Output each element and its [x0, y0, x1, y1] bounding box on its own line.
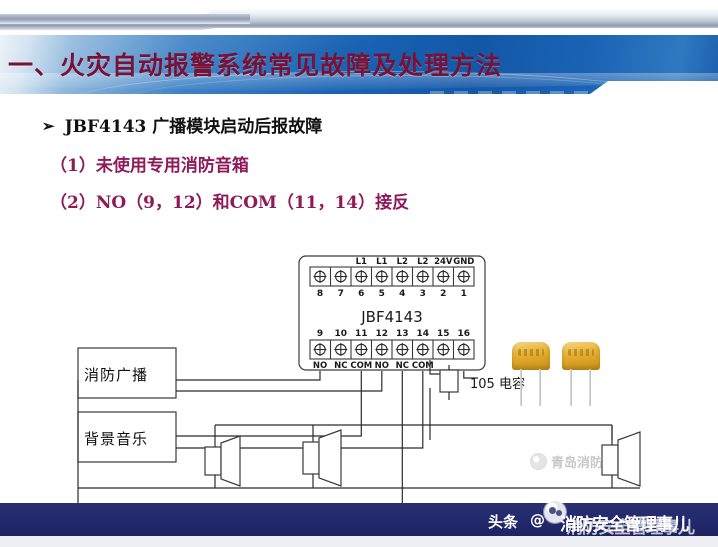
bottom-number-4: 13: [396, 329, 409, 339]
module-bottom-numbers: 9 10 11 12 13 14 15 16: [317, 329, 470, 339]
bottom-label-3: NO: [375, 361, 389, 371]
page-title: 一、火灾自动报警系统常见故障及处理方法: [8, 51, 503, 80]
top-number-7: 1: [461, 289, 467, 299]
capacitor-lead-left: [520, 369, 522, 406]
top-label-2: L1: [356, 257, 367, 267]
bottom-number-7: 16: [458, 329, 471, 339]
capacitor-photo-1: [512, 342, 550, 406]
bottom-label-4: NC: [396, 361, 409, 371]
bottom-label-5: COM: [412, 361, 434, 371]
top-number-5: 3: [420, 289, 426, 299]
speaker-icon-3: [601, 425, 641, 488]
speaker-icon-1: [204, 425, 241, 488]
capacitor-lead-left: [570, 369, 572, 406]
bullet-heading-row: ➢ JBF4143 广播模块启动后报故障: [42, 112, 562, 137]
bottom-bar-edge: [0, 536, 718, 547]
top-label-7: GND: [453, 257, 474, 267]
top-silver-strip-accent: [0, 14, 250, 24]
capacitor-marking: [568, 349, 594, 356]
top-number-1: 7: [338, 289, 344, 299]
speaker-icon-2: [302, 425, 342, 488]
box-label-background-music: 背景音乐: [84, 429, 149, 448]
banner-tick-decoration: [430, 91, 700, 94]
capacitor-label: 105 电容: [470, 376, 525, 392]
module-name-label: JBF4143: [360, 308, 423, 326]
top-label-6: 24V: [434, 257, 453, 267]
bottom-label-0: NO: [313, 361, 327, 371]
top-label-5: L2: [417, 257, 428, 267]
bottom-number-5: 14: [417, 329, 430, 339]
bottom-label-2: COM: [350, 361, 372, 371]
box-fire-broadcast: [77, 347, 177, 399]
bullet-heading-label: JBF4143 广播模块启动后报故障: [64, 117, 323, 137]
top-label-3: L1: [376, 257, 387, 267]
top-label-4: L2: [397, 257, 408, 267]
bottom-number-1: 10: [335, 329, 348, 339]
bottom-number-6: 15: [437, 329, 450, 339]
module-top-labels: L1 L1 L2 L2 24V GND: [356, 257, 475, 267]
top-number-4: 4: [399, 289, 405, 299]
top-number-2: 6: [358, 289, 364, 299]
arrow-bullet-icon: ➢: [42, 117, 55, 135]
bottom-number-2: 11: [355, 329, 368, 339]
bullet-item-1: （1）未使用专用消防音箱: [50, 156, 249, 176]
capacitor-photos: [512, 342, 604, 414]
bullet-item-2: （2）NO（9，12）和COM（11，14）接反: [50, 193, 410, 213]
bottom-number-0: 9: [317, 329, 323, 339]
capacitor-marking: [518, 349, 544, 356]
bottom-number-3: 12: [376, 329, 389, 339]
module-bottom-labels: NO NC COM NO NC COM: [313, 361, 434, 371]
top-number-6: 2: [440, 289, 446, 299]
bullet-list: ➢ JBF4143 广播模块启动后报故障 （1）未使用专用消防音箱 （2）NO（…: [42, 112, 562, 225]
wiring-diagram: .ln{stroke:#2b2b2b;stroke-width:1.2;fill…: [0, 240, 718, 505]
capacitor-body: [512, 342, 550, 370]
top-number-0: 8: [317, 289, 323, 299]
capacitor-body: [562, 342, 600, 370]
bottom-bar: [0, 503, 718, 536]
capacitor-symbol: [439, 369, 459, 393]
capacitor-lead-right: [589, 369, 591, 406]
capacitor-lead-right: [539, 369, 541, 406]
top-number-3: 5: [379, 289, 385, 299]
capacitor-photo-2: [562, 342, 600, 406]
box-label-fire-broadcast: 消防广播: [84, 365, 149, 384]
bottom-label-1: NC: [334, 361, 347, 371]
module-top-numbers: 8 7 6 5 4 3 2 1: [317, 289, 467, 299]
